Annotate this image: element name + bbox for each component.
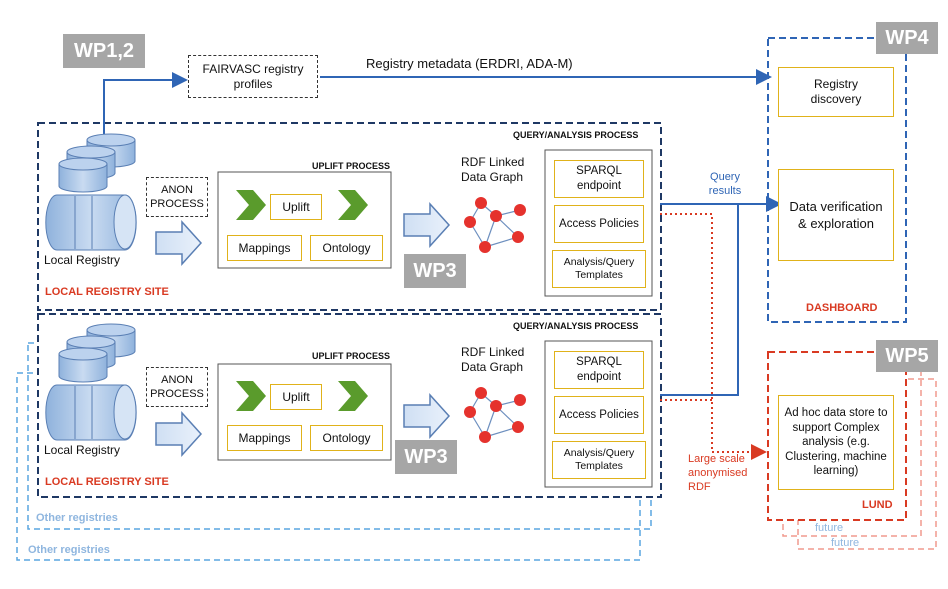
access-policies-box-1: Access Policies: [554, 205, 644, 243]
uplift-process-label-1: UPLIFT PROCESS: [312, 161, 391, 171]
ontology-box-1: Ontology: [310, 235, 383, 261]
local-registry-label-1: Local Registry: [44, 253, 121, 267]
fairvasc-profiles-label: FAIRVASC registry profiles: [202, 61, 304, 91]
uplift-process-label-2: UPLIFT PROCESS: [312, 351, 391, 361]
templates-box-2: Analysis/Query Templates: [552, 441, 646, 479]
query-process-label-1: QUERY/ANALYSIS PROCESS: [513, 130, 639, 140]
query-results-label: Query results: [708, 171, 742, 197]
anon-process-label-2: ANON PROCESS: [150, 374, 204, 400]
local-registry-label-2: Local Registry: [44, 443, 121, 457]
rdf-graph-icon-1: [464, 197, 526, 253]
lund-future-outline-1: [782, 367, 922, 537]
uplift-label-2: Uplift: [282, 389, 310, 404]
anon-process-box-2: ANON PROCESS: [146, 367, 208, 407]
query-line-2: [660, 204, 739, 396]
arrow-to-uplift-1: [155, 220, 203, 266]
data-verification-box: Data verification & exploration: [778, 169, 894, 261]
dashboard-label: DASHBOARD: [806, 302, 878, 314]
registry-metadata-label: Registry metadata (ERDRI, ADA-M): [366, 56, 573, 71]
chevron-icon-2b: [338, 381, 368, 411]
wp12-badge: WP1,2: [63, 34, 145, 68]
rdf-graph-label-2: RDF Linked Data Graph: [461, 345, 525, 374]
other-registries-label-2: Other registries: [28, 544, 110, 556]
wp3-badge-2: WP3: [395, 440, 457, 474]
wp5-badge: WP5: [876, 340, 938, 372]
query-process-label-2: QUERY/ANALYSIS PROCESS: [513, 321, 639, 331]
local-registry-cylinder-2: [45, 384, 137, 441]
chevron-icon-2a: [236, 381, 266, 411]
mappings-label-2: Mappings: [238, 430, 291, 445]
database-icon-stack-2: [58, 323, 136, 383]
anon-process-label-1: ANON PROCESS: [150, 184, 204, 210]
ontology-label-2: Ontology: [322, 430, 371, 445]
ontology-box-2: Ontology: [310, 425, 383, 451]
rdf-graph-label-1: RDF Linked Data Graph: [461, 155, 525, 184]
data-verification-label: Data verification & exploration: [789, 199, 883, 231]
templates-box-1: Analysis/Query Templates: [552, 250, 646, 288]
arrow-to-rdf-2: [403, 393, 451, 439]
templates-label-1: Analysis/Query Templates: [563, 256, 635, 281]
future-label-2: future: [831, 537, 860, 549]
rdf-graph-icon-2: [464, 387, 526, 443]
access-policies-label-1: Access Policies: [559, 217, 639, 230]
sparql-box-1: SPARQL endpoint: [554, 160, 644, 198]
dashboard-outline: [767, 37, 907, 323]
rdf-line-1: [660, 213, 767, 460]
registry-discovery-box: Registry discovery: [778, 67, 894, 117]
database-icon-stack-1: [58, 133, 136, 193]
access-policies-label-2: Access Policies: [559, 408, 639, 421]
wp3-badge-1: WP3: [404, 254, 466, 288]
arrow-to-uplift-2: [155, 411, 203, 457]
chevron-icon-1b: [338, 190, 368, 220]
access-policies-box-2: Access Policies: [554, 396, 644, 434]
ad-hoc-store-label: Ad hoc data store to support Complex ana…: [784, 407, 888, 478]
site-label-1: LOCAL REGISTRY SITE: [45, 286, 169, 298]
lund-label: LUND: [862, 499, 893, 511]
templates-label-2: Analysis/Query Templates: [563, 447, 635, 472]
fairvasc-profiles-box: FAIRVASC registry profiles: [188, 55, 318, 98]
future-label-1: future: [815, 522, 844, 534]
other-registries-label-1: Other registries: [36, 512, 118, 524]
ontology-label-1: Ontology: [322, 240, 371, 255]
uplift-box-2: Uplift: [270, 384, 322, 410]
sparql-label-1: SPARQL endpoint: [576, 165, 622, 192]
uplift-label-1: Uplift: [282, 199, 310, 214]
mappings-box-1: Mappings: [227, 235, 302, 261]
sparql-box-2: SPARQL endpoint: [554, 351, 644, 389]
sparql-label-2: SPARQL endpoint: [576, 356, 622, 383]
ad-hoc-store-box: Ad hoc data store to support Complex ana…: [778, 395, 894, 490]
site-label-2: LOCAL REGISTRY SITE: [45, 476, 169, 488]
uplift-box-1: Uplift: [270, 194, 322, 220]
mappings-box-2: Mappings: [227, 425, 302, 451]
registry-discovery-label: Registry discovery: [810, 77, 862, 106]
large-scale-rdf-label: Large scale anonymised RDF: [688, 453, 748, 493]
arrow-to-rdf-1: [403, 202, 451, 248]
mappings-label-1: Mappings: [238, 240, 291, 255]
metadata-connector: [103, 72, 188, 142]
wp4-badge: WP4: [876, 22, 938, 54]
anon-process-box-1: ANON PROCESS: [146, 177, 208, 217]
chevron-icon-1a: [236, 190, 266, 220]
local-registry-cylinder-1: [45, 194, 137, 251]
